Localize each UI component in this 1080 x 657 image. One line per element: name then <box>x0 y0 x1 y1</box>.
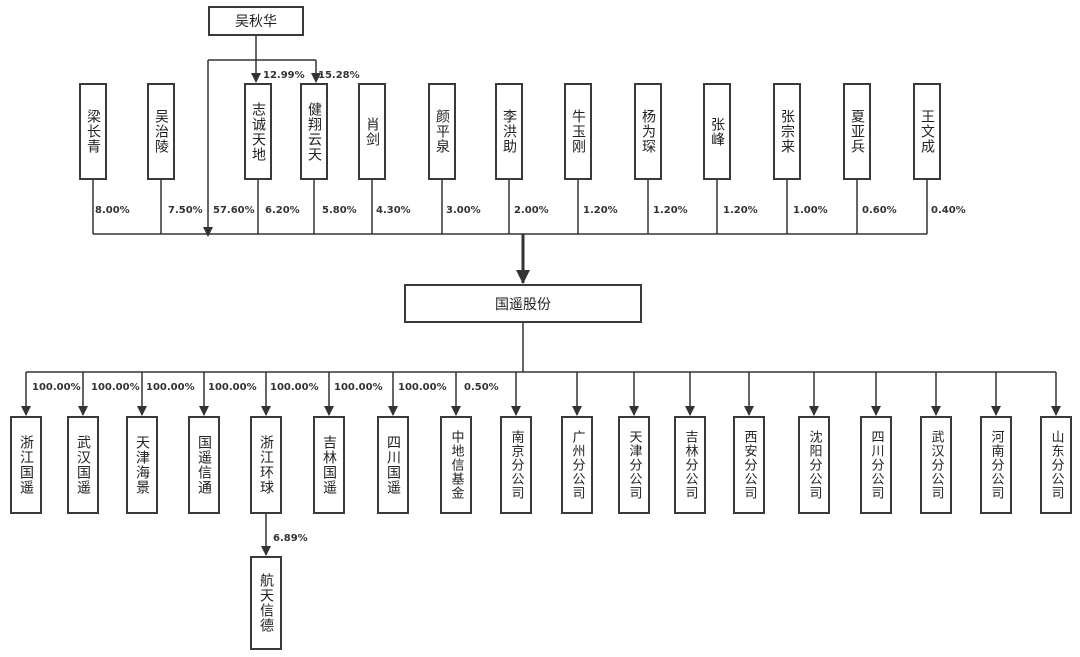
branch-box: 南京分公司 <box>500 416 532 514</box>
shareholder-name: 牛玉刚 <box>570 109 586 154</box>
subsidiary-name: 四川国遥 <box>385 435 401 495</box>
branch-box: 吉林分公司 <box>674 416 706 514</box>
shareholder-name: 张宗来 <box>779 109 795 154</box>
branch-name: 广州分公司 <box>569 430 585 500</box>
subsidiary-name: 吉林国遥 <box>321 435 337 495</box>
shareholder-pct: 2.00% <box>514 205 549 216</box>
shareholder-pct: 0.60% <box>862 205 897 216</box>
subsidiary-pct: 100.00% <box>270 382 319 393</box>
shareholder-pct: 4.30% <box>376 205 411 216</box>
shareholder-box: 肖剑 <box>358 83 386 180</box>
subsidiary-pct: 0.50% <box>464 382 499 393</box>
shareholder-name: 颜平泉 <box>434 109 450 154</box>
shareholder-pct: 3.00% <box>446 205 481 216</box>
center-company-name: 国遥股份 <box>495 296 551 313</box>
shareholder-name: 健翔云天 <box>306 101 322 162</box>
branch-box: 河南分公司 <box>980 416 1012 514</box>
branch-name: 山东分公司 <box>1048 430 1064 500</box>
branch-name: 武汉分公司 <box>928 430 944 500</box>
shareholder-name: 李洪助 <box>501 109 517 154</box>
branch-name: 西安分公司 <box>741 430 757 500</box>
subsidiary-box: 浙江环球 <box>250 416 282 514</box>
grandchild-pct: 6.89% <box>273 533 308 544</box>
top-owner-name: 吴秋华 <box>235 14 277 30</box>
branch-box: 西安分公司 <box>733 416 765 514</box>
subsidiary-box: 吉林国遥 <box>313 416 345 514</box>
shareholder-box: 夏亚兵 <box>843 83 871 180</box>
branch-name: 天津分公司 <box>626 430 642 500</box>
subsidiary-pct: 100.00% <box>398 382 447 393</box>
shareholder-pct: 5.80% <box>322 205 357 216</box>
shareholder-box: 吴治陵 <box>147 83 175 180</box>
branch-name: 四川分公司 <box>868 430 884 500</box>
subsidiary-box: 天津海景 <box>126 416 158 514</box>
subsidiary-box: 四川国遥 <box>377 416 409 514</box>
shareholder-pct: 7.50% <box>168 205 203 216</box>
branch-name: 南京分公司 <box>508 430 524 500</box>
grandchild-name: 航天信德 <box>258 573 274 633</box>
shareholder-name: 吴治陵 <box>153 109 169 154</box>
branch-box: 四川分公司 <box>860 416 892 514</box>
shareholder-pct: 1.20% <box>723 205 758 216</box>
branch-box: 天津分公司 <box>618 416 650 514</box>
shareholder-box: 健翔云天 <box>300 83 328 180</box>
shareholder-pct: 1.00% <box>793 205 828 216</box>
top-owner-direct-pct: 57.60% <box>213 205 255 216</box>
shareholder-box: 张峰 <box>703 83 731 180</box>
subsidiary-pct: 100.00% <box>91 382 140 393</box>
shareholder-box: 杨为琛 <box>634 83 662 180</box>
subsidiary-name: 浙江国遥 <box>18 435 34 495</box>
branch-name: 河南分公司 <box>988 430 1004 500</box>
subsidiary-pct: 100.00% <box>334 382 383 393</box>
branch-box: 武汉分公司 <box>920 416 952 514</box>
shareholder-name: 志诚天地 <box>250 101 266 162</box>
shareholder-pct: 8.00% <box>95 205 130 216</box>
subsidiary-name: 浙江环球 <box>258 435 274 495</box>
subsidiary-pct: 100.00% <box>146 382 195 393</box>
grandchild-box: 航天信德 <box>250 556 282 650</box>
shareholder-name: 王文成 <box>919 109 935 154</box>
subsidiary-box: 中地信基金 <box>440 416 472 514</box>
subsidiary-box: 浙江国遥 <box>10 416 42 514</box>
subsidiary-box: 武汉国遥 <box>67 416 99 514</box>
subsidiary-pct: 100.00% <box>208 382 257 393</box>
subsidiary-pct: 100.00% <box>32 382 81 393</box>
shareholder-name: 夏亚兵 <box>849 109 865 154</box>
shareholder-pct: 1.20% <box>583 205 618 216</box>
shareholder-box: 张宗来 <box>773 83 801 180</box>
shareholder-box: 李洪助 <box>495 83 523 180</box>
shareholder-box: 志诚天地 <box>244 83 272 180</box>
subsidiary-name: 天津海景 <box>134 435 150 495</box>
branch-name: 吉林分公司 <box>682 430 698 500</box>
shareholder-box: 梁长青 <box>79 83 107 180</box>
shareholder-pct: 1.20% <box>653 205 688 216</box>
shareholder-box: 牛玉刚 <box>564 83 592 180</box>
shareholder-pct: 6.20% <box>265 205 300 216</box>
subsidiary-box: 国遥信通 <box>188 416 220 514</box>
shareholder-box: 颜平泉 <box>428 83 456 180</box>
branch-name: 沈阳分公司 <box>806 430 822 500</box>
shareholder-pct: 0.40% <box>931 205 966 216</box>
branch-box: 沈阳分公司 <box>798 416 830 514</box>
top-owner-stake-zhicheng: 12.99% <box>263 70 305 81</box>
subsidiary-name: 中地信基金 <box>448 430 464 500</box>
branch-box: 广州分公司 <box>561 416 593 514</box>
shareholder-name: 肖剑 <box>364 116 380 147</box>
subsidiary-name: 国遥信通 <box>196 435 212 495</box>
shareholder-name: 梁长青 <box>85 109 101 154</box>
shareholder-name: 张峰 <box>709 116 725 147</box>
shareholder-name: 杨为琛 <box>640 109 656 154</box>
center-company-box: 国遥股份 <box>404 284 642 323</box>
shareholder-box: 王文成 <box>913 83 941 180</box>
branch-box: 山东分公司 <box>1040 416 1072 514</box>
top-owner-stake-jianxiang: 15.28% <box>318 70 360 81</box>
subsidiary-name: 武汉国遥 <box>75 435 91 495</box>
top-owner-box: 吴秋华 <box>208 6 304 36</box>
